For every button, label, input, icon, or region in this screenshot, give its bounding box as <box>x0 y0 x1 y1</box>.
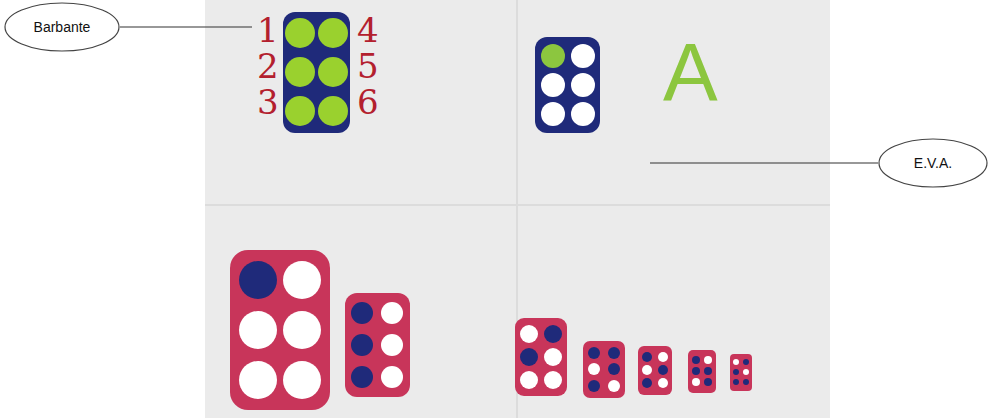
callout-oval: Barbante <box>4 2 120 52</box>
braille-cell <box>638 346 672 395</box>
panel-seam <box>205 204 830 206</box>
leader-line <box>120 26 252 27</box>
leader-line <box>650 162 878 163</box>
callout-text: Barbante <box>34 19 91 35</box>
dot-number: 6 <box>357 85 379 119</box>
braille-cell <box>730 354 752 391</box>
callout-oval: E.V.A. <box>878 138 988 188</box>
dot-number: 2 <box>257 49 279 83</box>
braille-letter: A <box>663 31 718 113</box>
dot-number: 5 <box>357 49 379 83</box>
braille-cell <box>535 37 600 133</box>
dot-number: 3 <box>257 85 279 119</box>
braille-cell <box>345 293 410 397</box>
callout-text: E.V.A. <box>914 155 952 171</box>
braille-cell <box>230 250 330 410</box>
braille-cell <box>583 341 625 398</box>
dot-number: 4 <box>357 13 379 47</box>
dot-number: 1 <box>257 13 279 47</box>
braille-cell <box>283 12 350 133</box>
photo-ground <box>205 0 830 418</box>
braille-cell <box>515 318 567 396</box>
braille-cell <box>688 350 716 393</box>
